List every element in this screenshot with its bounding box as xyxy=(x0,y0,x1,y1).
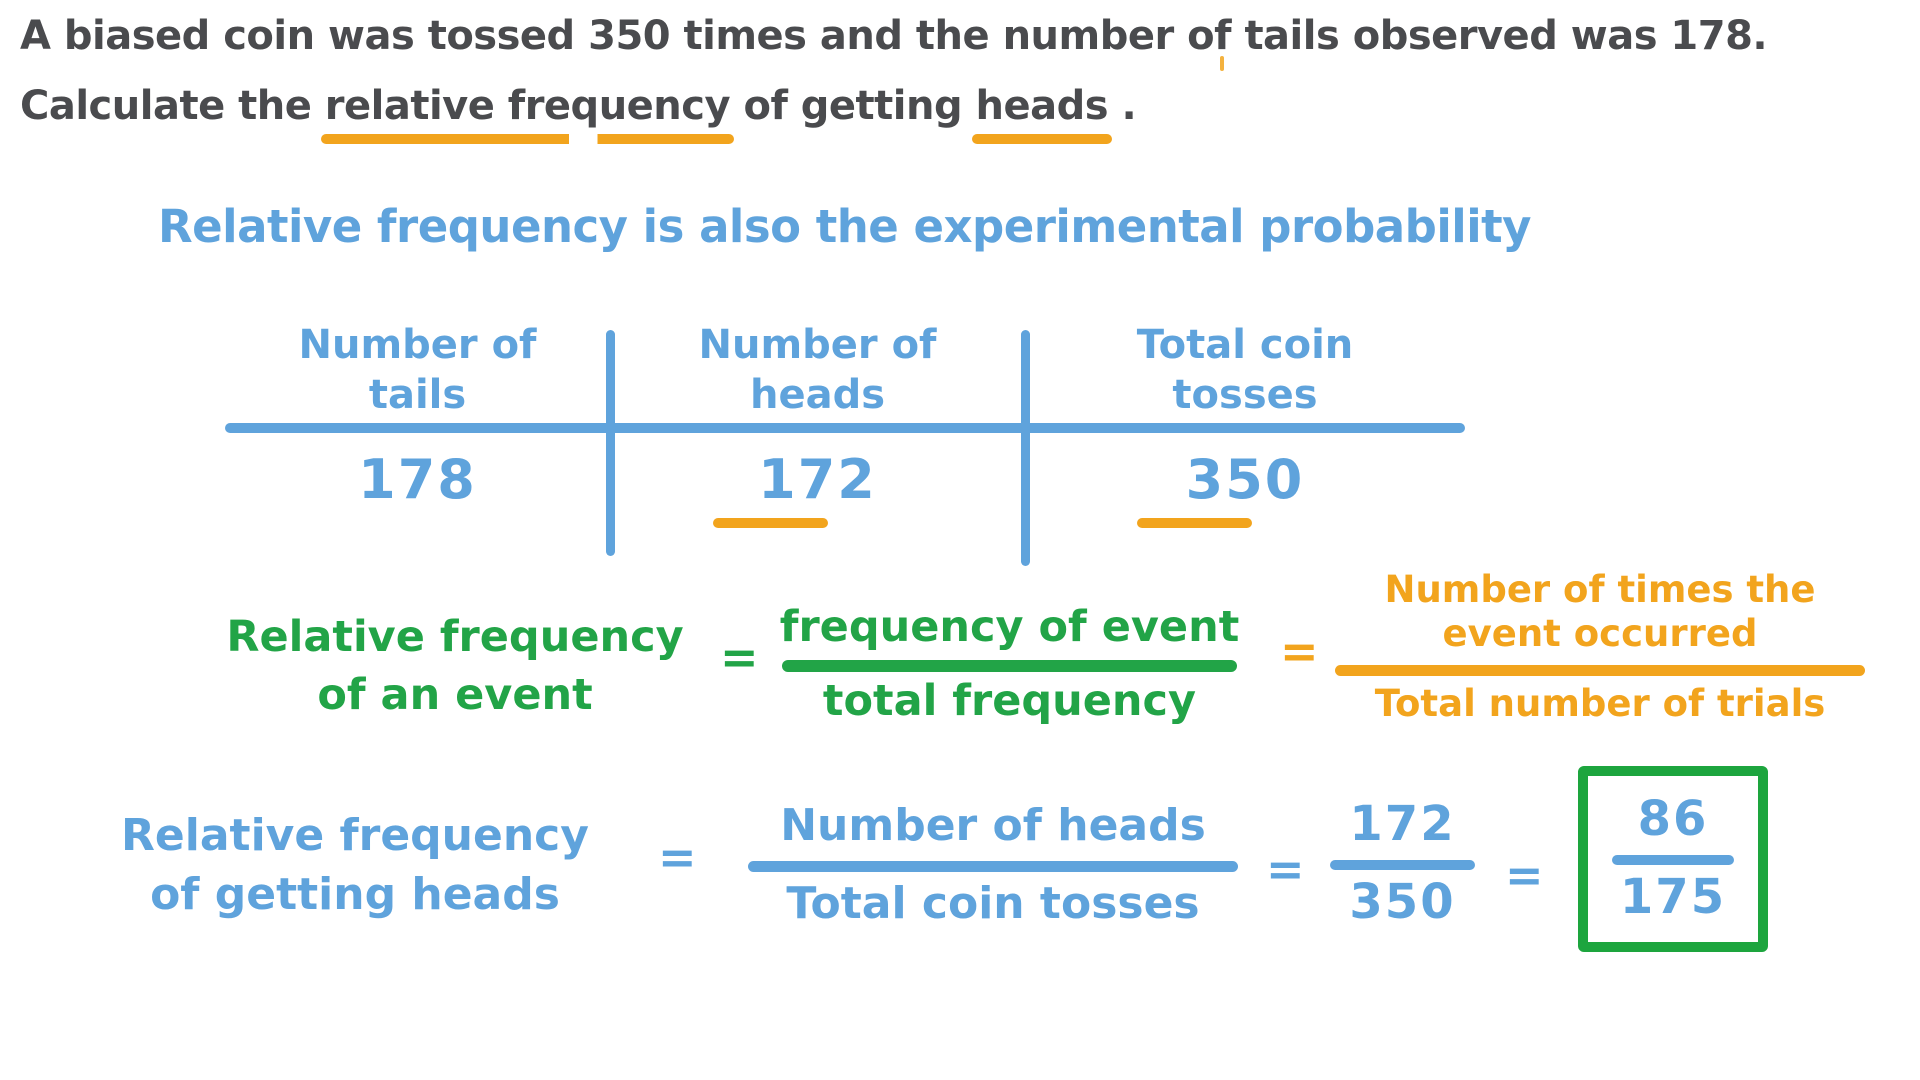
underlined-heads: heads xyxy=(971,83,1112,144)
definition-fraction-trials: Number of times the event occurred Total… xyxy=(1335,568,1865,726)
table-header-total: Total coin tosses xyxy=(1136,322,1354,418)
fraction-bar-green xyxy=(782,659,1237,672)
solution-fraction-words: Number of heads Total coin tosses xyxy=(748,800,1238,931)
solution-equals-1: = xyxy=(658,830,697,884)
problem-statement: A biased coin was tossed 350 times and t… xyxy=(20,12,1768,144)
answer-box: 86 175 xyxy=(1578,766,1768,952)
answer-fraction: 86 175 xyxy=(1612,791,1734,926)
definition-denominator: total frequency xyxy=(822,675,1197,726)
table-header-tails: Number of tails xyxy=(298,322,537,418)
solution-equals-2: = xyxy=(1266,842,1305,896)
fraction-172-350: 172 350 xyxy=(1330,796,1475,931)
table-value-total: 350 xyxy=(1185,448,1305,511)
table-value-heads: 172 xyxy=(758,448,877,511)
note-relative-frequency: Relative frequency is also the experimen… xyxy=(158,200,1532,253)
fraction-bar-blue xyxy=(748,860,1238,872)
solution-equals-3: = xyxy=(1505,848,1544,902)
answer-numerator-86: 86 xyxy=(1637,791,1709,848)
problem-line2-post: . xyxy=(1108,83,1137,129)
solution-denominator: Total coin tosses xyxy=(786,877,1200,929)
fraction-bar-orange xyxy=(1335,664,1865,676)
trials-numerator-line2: event occurred xyxy=(1442,612,1758,656)
definition-equals-1: = xyxy=(720,630,759,684)
table-horizontal-line xyxy=(225,423,1465,433)
problem-line2-mid: of getting xyxy=(730,83,976,129)
definition-lhs: Relative frequency of an event xyxy=(226,612,684,721)
stray-orange-mark xyxy=(1220,56,1224,71)
total-value-underline xyxy=(1137,518,1252,528)
heads-value-underline xyxy=(713,518,828,528)
table-vertical-line-2 xyxy=(1021,330,1030,566)
solution-numerator: Number of heads xyxy=(780,800,1206,851)
trials-numerator-line1: Number of times the xyxy=(1384,568,1816,611)
frequency-table: Number of tails Number of heads Total co… xyxy=(225,320,1465,570)
solution-lhs: Relative frequency of getting heads xyxy=(121,810,589,921)
problem-line-2: Calculate the relative frequency of gett… xyxy=(20,82,1767,144)
table-header-heads: Number of heads xyxy=(698,322,937,418)
answer-denominator-175: 175 xyxy=(1619,869,1727,925)
problem-line-1: A biased coin was tossed 350 times and t… xyxy=(20,13,1768,59)
denominator-350: 350 xyxy=(1349,873,1456,930)
numerator-172: 172 xyxy=(1349,796,1456,852)
fraction-bar-172-350 xyxy=(1330,859,1475,870)
definition-fraction-words: frequency of event total frequency xyxy=(779,602,1240,727)
answer-fraction-bar xyxy=(1612,855,1734,865)
problem-line2-pre: Calculate the xyxy=(20,83,325,129)
table-value-tails: 178 xyxy=(358,448,477,511)
trials-denominator: Total number of trials xyxy=(1374,681,1826,725)
definition-equals-2: = xyxy=(1280,624,1319,678)
table-vertical-line-1 xyxy=(606,330,615,556)
definition-numerator: frequency of event xyxy=(779,602,1240,652)
underlined-relative-frequency: relative frequency xyxy=(320,83,735,144)
